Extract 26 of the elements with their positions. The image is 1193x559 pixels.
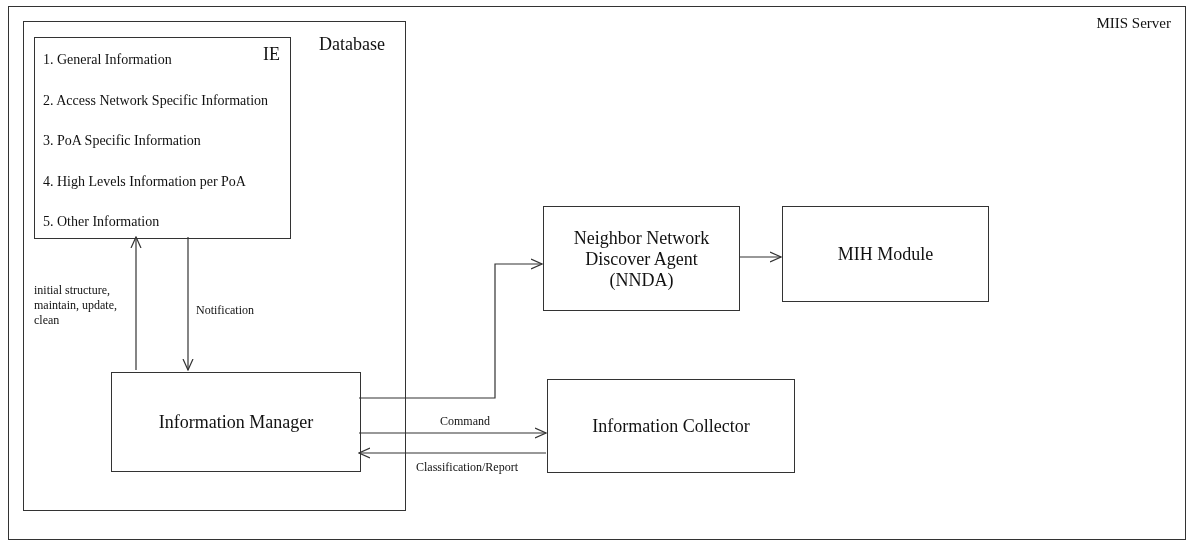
process-box xyxy=(543,206,740,311)
box-label: Information Collector xyxy=(591,415,751,437)
arrow xyxy=(358,447,547,459)
ie-list-box xyxy=(34,37,291,239)
server-frame xyxy=(8,6,1186,540)
heading: MIIS Server xyxy=(1096,15,1171,32)
process-box xyxy=(111,372,361,472)
box-label: Neighbor Network Discover Agent (NNDA) xyxy=(572,227,711,290)
box-label: Information Manager xyxy=(157,411,315,433)
arrow xyxy=(182,236,194,371)
list-item: 2. Access Network Specific Information xyxy=(43,92,269,109)
arrow xyxy=(738,251,782,263)
list-item: 3. PoA Specific Information xyxy=(43,133,201,149)
arrow xyxy=(358,258,543,399)
database-frame xyxy=(23,21,406,511)
list-item: 1. General Information xyxy=(43,52,172,68)
list-item: 5. Other Information xyxy=(43,214,160,230)
heading: Database xyxy=(319,34,385,55)
edge-label: Classification/Report xyxy=(416,460,518,475)
arrow xyxy=(358,427,547,439)
list-item: 4. High Levels Information per PoA xyxy=(43,173,246,190)
heading: IE xyxy=(263,44,280,65)
box-label: MIH Module xyxy=(836,243,935,265)
process-box xyxy=(547,379,795,473)
process-box xyxy=(782,206,989,302)
arrow xyxy=(130,236,142,371)
